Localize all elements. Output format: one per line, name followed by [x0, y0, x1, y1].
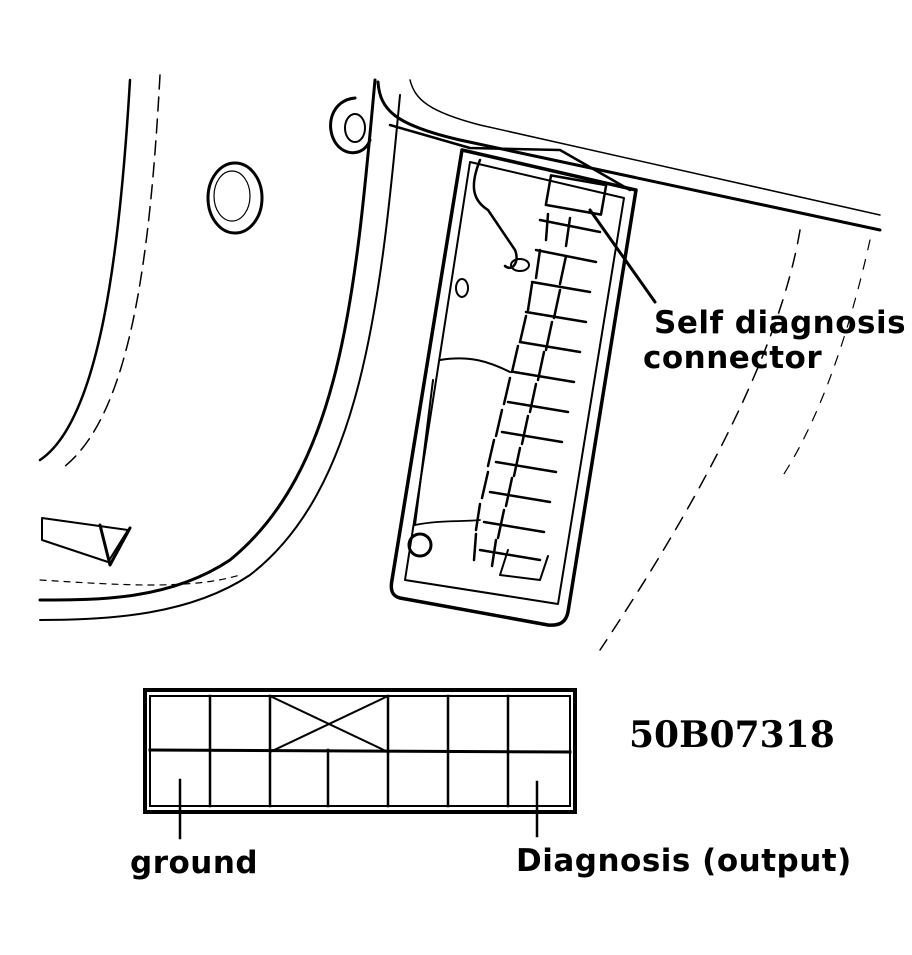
- self-diagnosis-leader: [588, 208, 657, 304]
- fuse-box-housing: [389, 148, 638, 627]
- ground-label: ground: [130, 845, 259, 881]
- diagnosis-output-label: Diagnosis (output): [516, 843, 852, 879]
- connector-pin-diagram: [143, 688, 577, 840]
- grommet-hole: [206, 161, 264, 235]
- figure-code: 50B07318: [629, 714, 835, 756]
- vehicle-panel-illustration: [38, 74, 882, 651]
- crossed-cell-mark: [268, 694, 390, 754]
- self-diagnosis-label-line2: connector: [643, 340, 823, 376]
- self-diagnosis-label-line1: Self diagnosis: [654, 305, 907, 341]
- fuse-stack: [472, 174, 608, 581]
